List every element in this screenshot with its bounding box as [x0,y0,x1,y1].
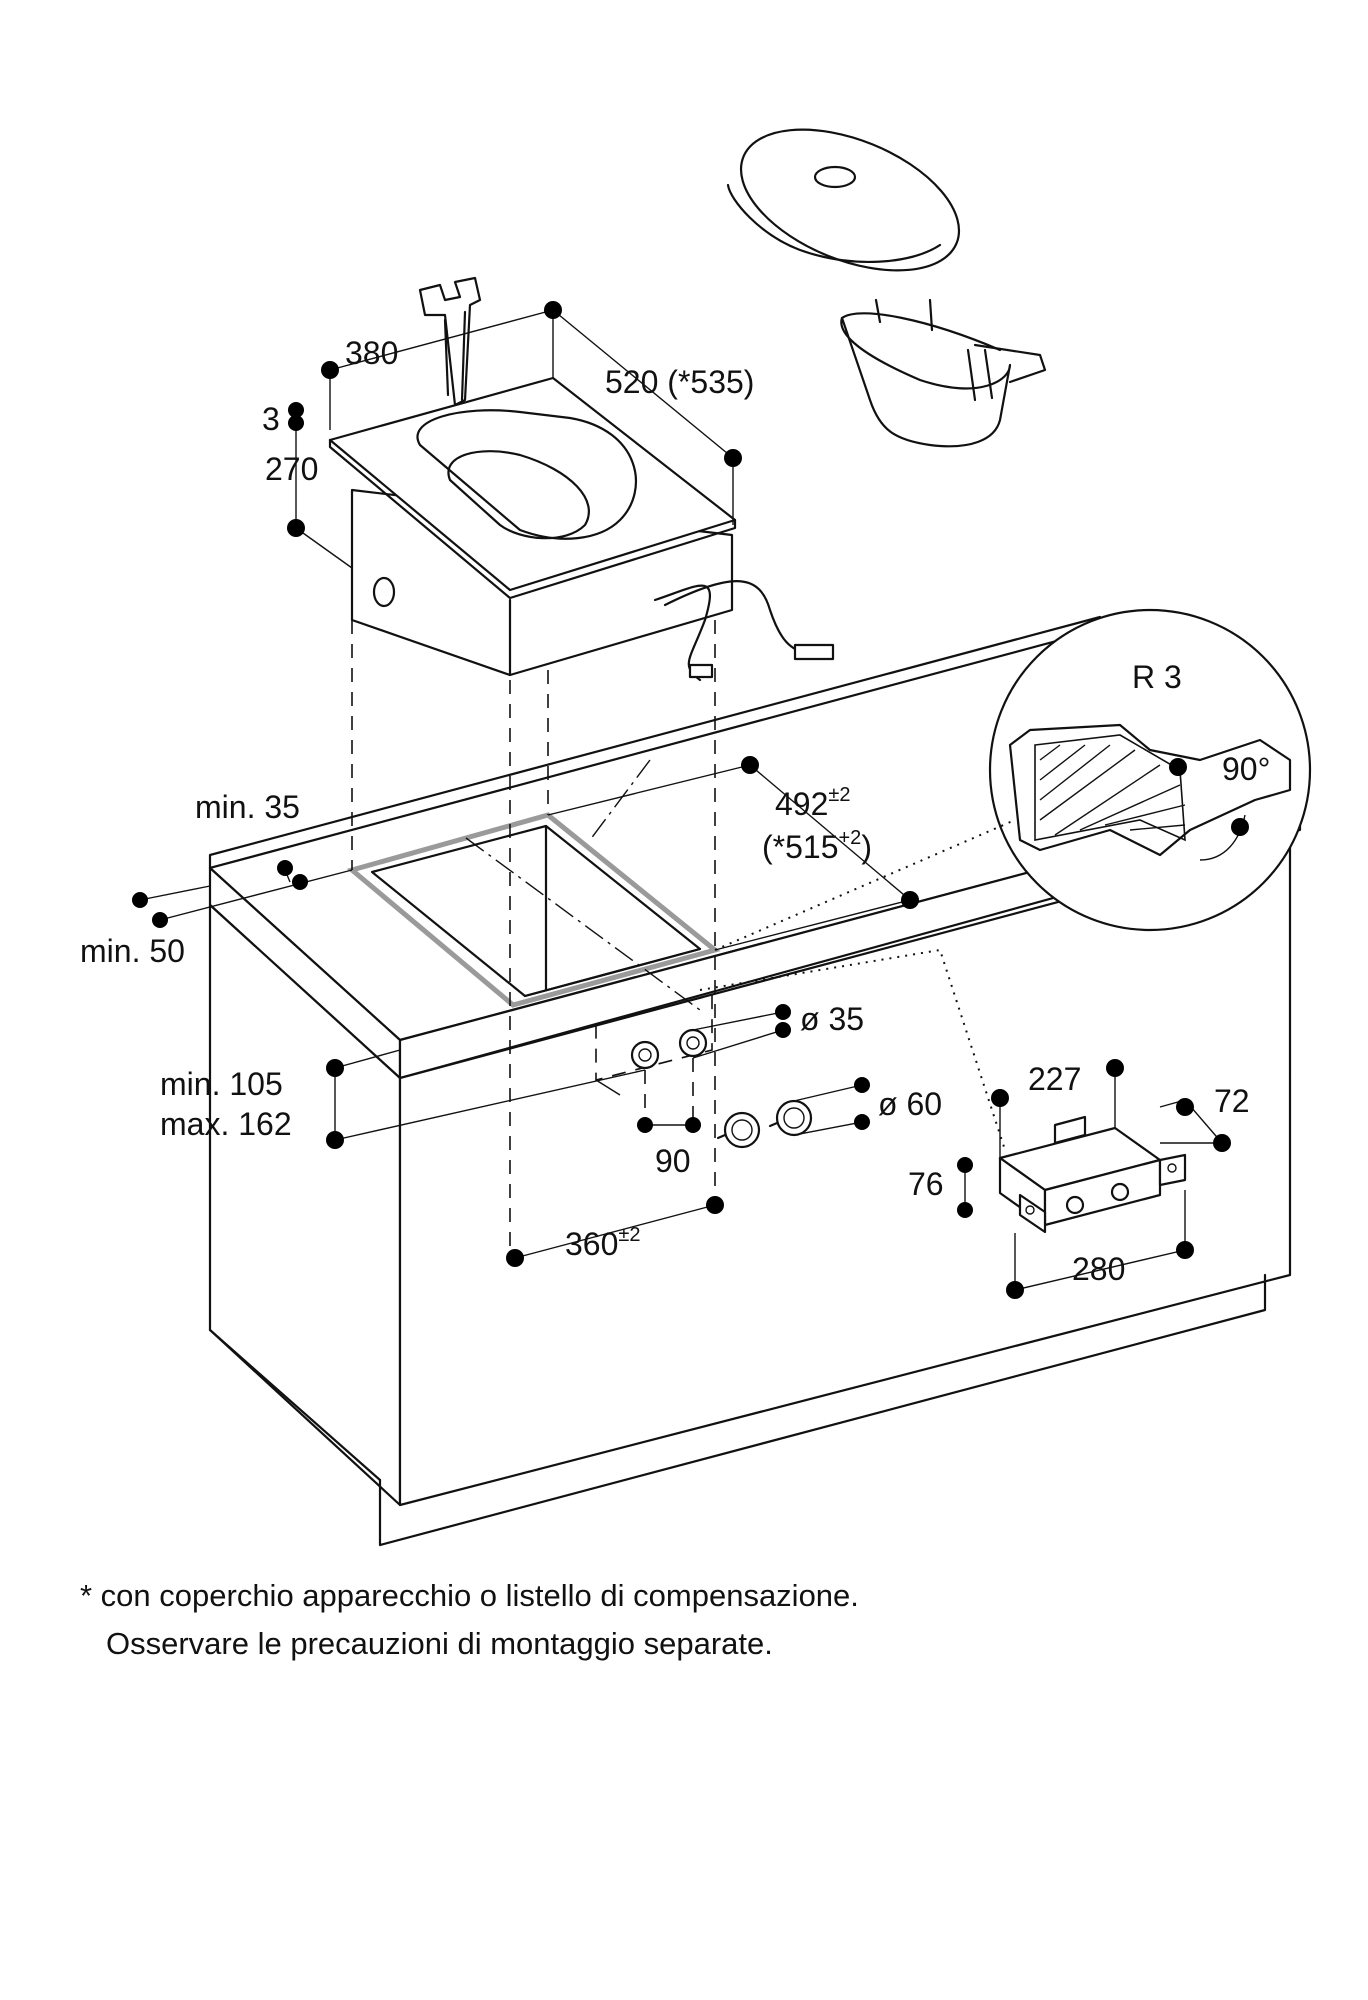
min-35-label: min. 35 [195,789,300,825]
dimension-labels: 380 3 270 520 (*535) 492±2 (*515+2) min.… [80,335,1270,1287]
dim-515-label: (*515+2) [762,827,872,865]
dim-520-label: 520 (*535) [605,364,754,400]
angle-label: 90° [1222,751,1270,787]
dim-point [1213,1134,1231,1152]
dim-point [991,1089,1009,1107]
dia-60-label: ø 60 [878,1086,942,1122]
fryer-lid [726,128,961,272]
dim-492-label: 492±2 [775,784,851,822]
dim-point [1006,1281,1024,1299]
dimension-lines [139,309,1223,1291]
dim-point [1231,818,1249,836]
dia-35-label: ø 35 [800,1001,864,1037]
dim-90-label: 90 [655,1143,691,1179]
dim-point [685,1117,701,1133]
dim-point [152,912,168,928]
fryer-appliance [328,276,835,682]
dim-point [287,519,305,537]
min-50-label: min. 50 [80,933,185,969]
dim-point [292,874,308,890]
dim-280-label: 280 [1072,1251,1125,1287]
dim-point [321,361,339,379]
dim-point [326,1059,344,1077]
dim-point [957,1202,973,1218]
dim-point [288,415,304,431]
knob-holes [595,993,713,1096]
electronics-box [998,1115,1187,1234]
dim-point [957,1157,973,1173]
dimension-points [132,301,1249,1299]
edge-detail [988,608,1312,932]
dim-point [901,891,919,909]
min-105-label: min. 105 [160,1066,283,1102]
dim-point [1176,1098,1194,1116]
dim-point [288,402,304,418]
radius-label: R 3 [1132,659,1182,695]
dim-point [1169,758,1187,776]
footnote-line-1: * con coperchio apparecchio o listello d… [80,1578,859,1613]
dim-point [277,860,293,876]
projection-lines [351,620,1016,1255]
dim-point [326,1131,344,1149]
dim-point [637,1117,653,1133]
dim-point [724,449,742,467]
dim-76-label: 76 [908,1166,944,1202]
dim-point [506,1249,524,1267]
dim-point [1106,1059,1124,1077]
dim-227-label: 227 [1028,1061,1081,1097]
dim-point [544,301,562,319]
fryer-basket [840,298,1047,448]
dim-point [132,892,148,908]
dim-point [854,1114,870,1130]
dim-270-label: 270 [265,451,318,487]
dim-point [775,1004,791,1020]
max-162-label: max. 162 [160,1106,292,1142]
footnote-line-2: Osservare le precauzioni di montaggio se… [106,1626,773,1661]
dim-point [775,1022,791,1038]
dim-72-label: 72 [1214,1083,1250,1119]
dim-3-label: 3 [262,401,280,437]
dim-point [741,756,759,774]
dim-380-label: 380 [345,335,398,371]
dim-point [854,1077,870,1093]
dim-point [1176,1241,1194,1259]
dim-360-label: 360±2 [565,1224,641,1262]
dim-point [706,1196,724,1214]
